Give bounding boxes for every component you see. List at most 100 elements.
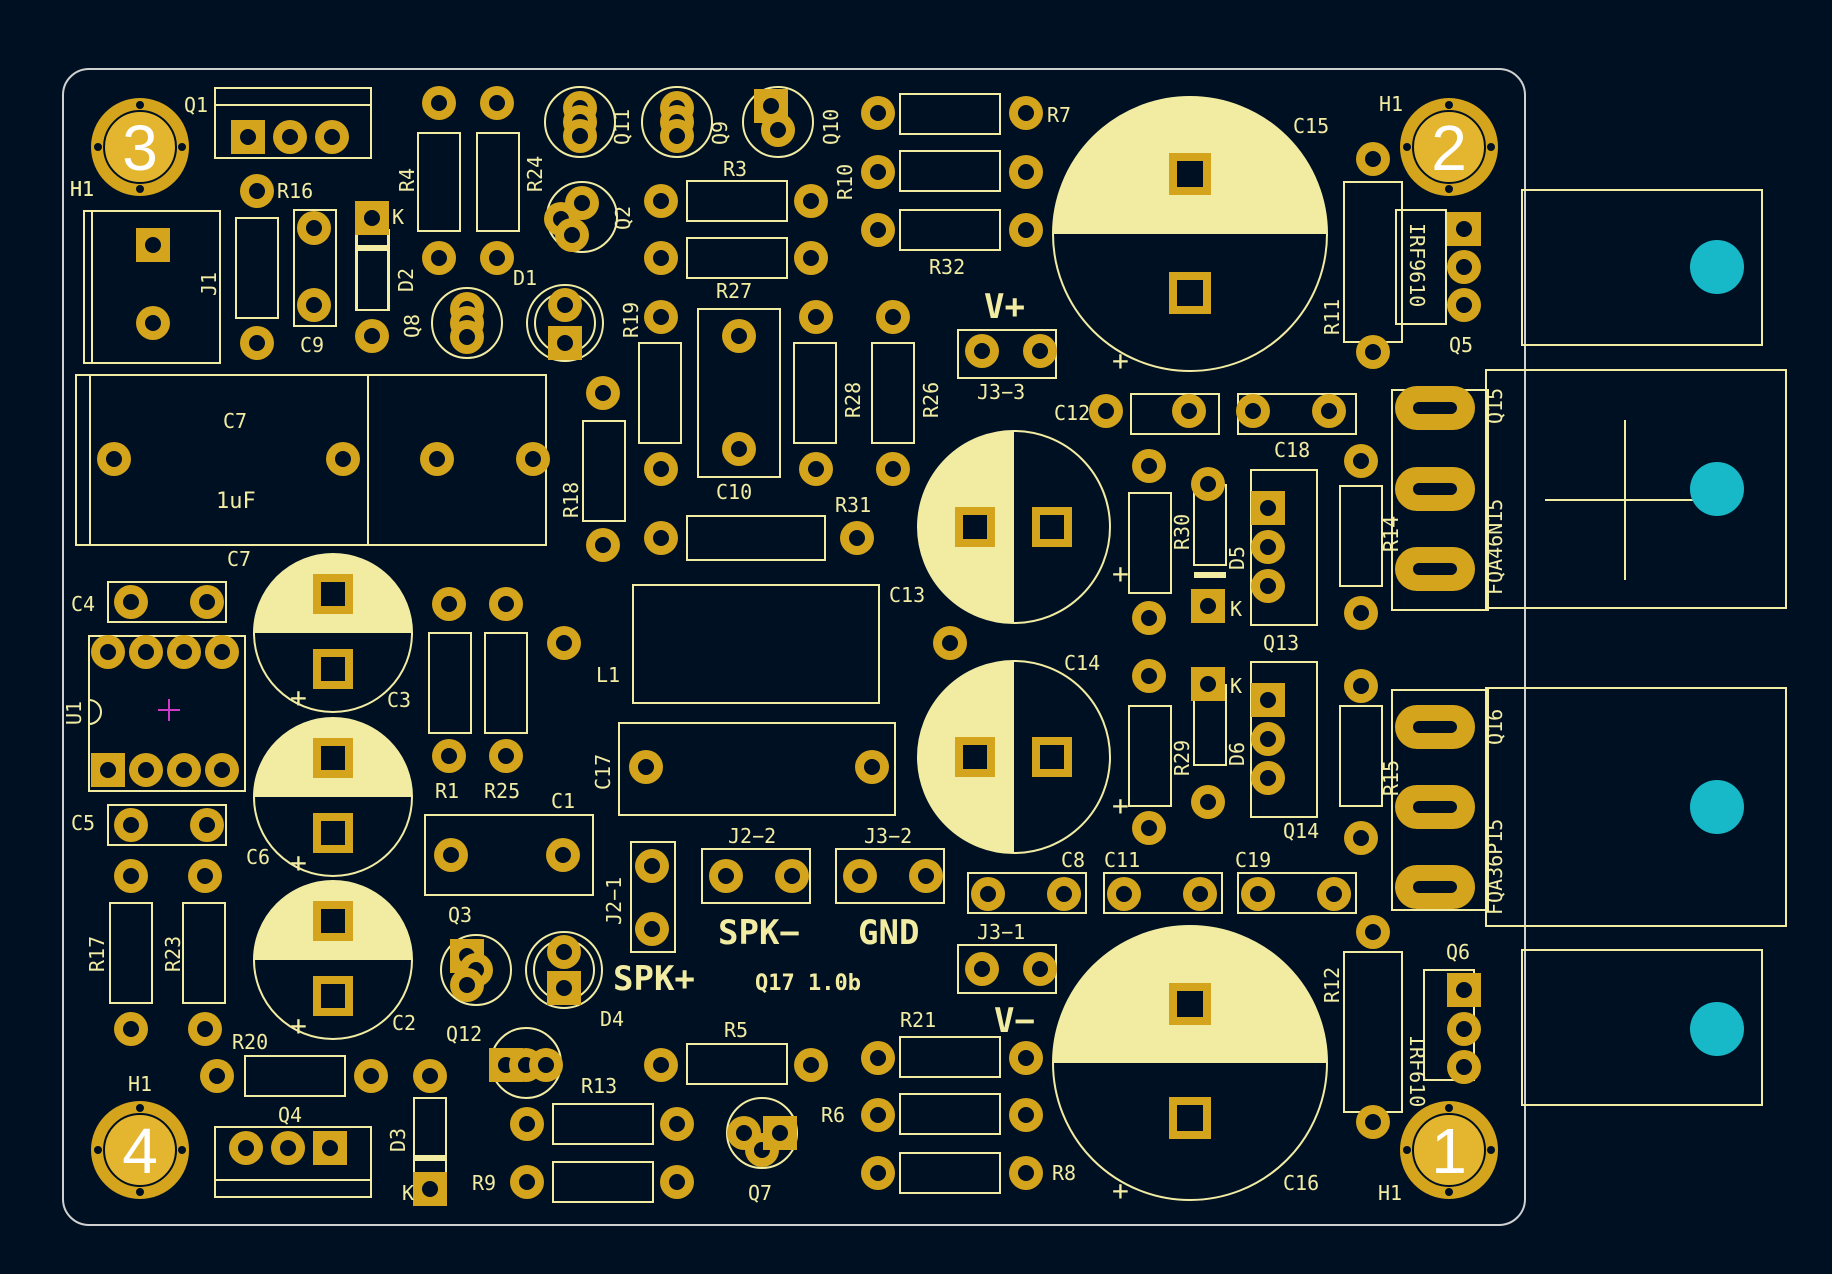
polarity-plus-mark: + [290,846,307,879]
label-c7-top: C7 [223,409,247,433]
label-r24: R24 [523,156,547,192]
capacitor-C15 [1052,96,1328,372]
pad [1132,811,1166,845]
u1-notch [88,699,102,725]
pad [413,1172,447,1206]
label-r23: R23 [161,936,185,972]
pad [1132,659,1166,693]
label-irf610: IRF610 [1405,1035,1429,1107]
label-c14: C14 [1064,651,1100,675]
polarity-plus-mark: + [1112,1174,1129,1207]
label-r1: R1 [435,779,459,803]
pad [1009,1098,1043,1132]
label-q2: Q2 [611,206,635,230]
pad [709,859,743,893]
pad [861,1156,895,1190]
pad [1009,213,1043,247]
spk-plus-text: SPK+ [613,959,695,999]
pad [861,96,895,130]
label-r31: R31 [835,493,871,517]
label-r27: R27 [716,279,752,303]
label-j3-1: J3−1 [977,920,1025,944]
pad [420,442,454,476]
label-c1: C1 [551,789,575,813]
pad [1447,212,1481,246]
pad [794,1048,828,1082]
label-c16: C16 [1283,1171,1319,1195]
label-c9: C9 [300,333,324,357]
label-k-d3: K [402,1181,414,1205]
pad [1395,865,1475,909]
pad [97,442,131,476]
pad [1089,394,1123,428]
version-text: Q17 1.0b [755,971,861,996]
label-q4: Q4 [278,1103,302,1127]
label-j2-1: J2−1 [602,877,626,925]
pad [722,432,756,466]
label-c13: C13 [889,583,925,607]
pad [1447,973,1481,1007]
pad [1395,705,1475,749]
pad [1356,142,1390,176]
pad [794,241,828,275]
label-q5: Q5 [1449,333,1473,357]
pad [489,587,523,621]
label-j3-3: J3−3 [977,380,1025,404]
label-r16: R16 [277,179,313,203]
label-r26: R26 [919,382,943,418]
v-plus-text: V+ [984,287,1025,327]
label-d2: D2 [394,268,418,292]
label-c18: C18 [1274,438,1310,462]
pad [1447,1050,1481,1084]
pad [660,1107,694,1141]
label-c8: C8 [1061,848,1085,872]
pad [722,319,756,353]
pad [510,1107,544,1141]
label-j3-2: J3−2 [864,824,912,848]
pad [297,211,331,245]
label-q3: Q3 [448,903,472,927]
pad [1251,683,1285,717]
label-r28: R28 [841,382,865,418]
label-r30: R30 [1170,514,1194,550]
polarity-plus-mark: + [290,1009,307,1042]
pad [450,320,484,354]
pad [775,859,809,893]
label-c4: C4 [71,592,95,616]
pad [480,241,514,275]
label-j1: J1 [197,272,221,296]
label-fqa46n15: FQA46N15 [1483,499,1507,595]
polarity-plus-mark: + [1112,557,1129,590]
pad [315,120,349,154]
label-q15: Q15 [1483,388,1507,424]
pad [355,201,389,235]
label-c11: C11 [1104,848,1140,872]
pad [855,750,889,784]
pad [1395,785,1475,829]
label-h1-br: H1 [1378,1181,1402,1205]
pad [1047,877,1081,911]
pad [1236,394,1270,428]
pad [413,1059,447,1093]
pad [1344,669,1378,703]
pad [635,912,669,946]
label-r32: R32 [929,255,965,279]
label-c17: C17 [591,754,615,790]
pad [450,968,484,1002]
label-r8: R8 [1052,1161,1076,1185]
pad [799,300,833,334]
pad [644,521,678,555]
label-q16: Q16 [1483,709,1507,745]
mounting-hole-4 [91,1101,189,1199]
label-d3: D3 [386,1128,410,1152]
label-c3: C3 [387,688,411,712]
pad [354,1059,388,1093]
pad [114,585,148,619]
pad [190,585,224,619]
label-c12: C12 [1054,401,1090,425]
pad [547,971,581,1005]
pad [1251,530,1285,564]
pad [644,452,678,486]
label-l1: L1 [596,663,620,687]
pad [1251,491,1285,525]
